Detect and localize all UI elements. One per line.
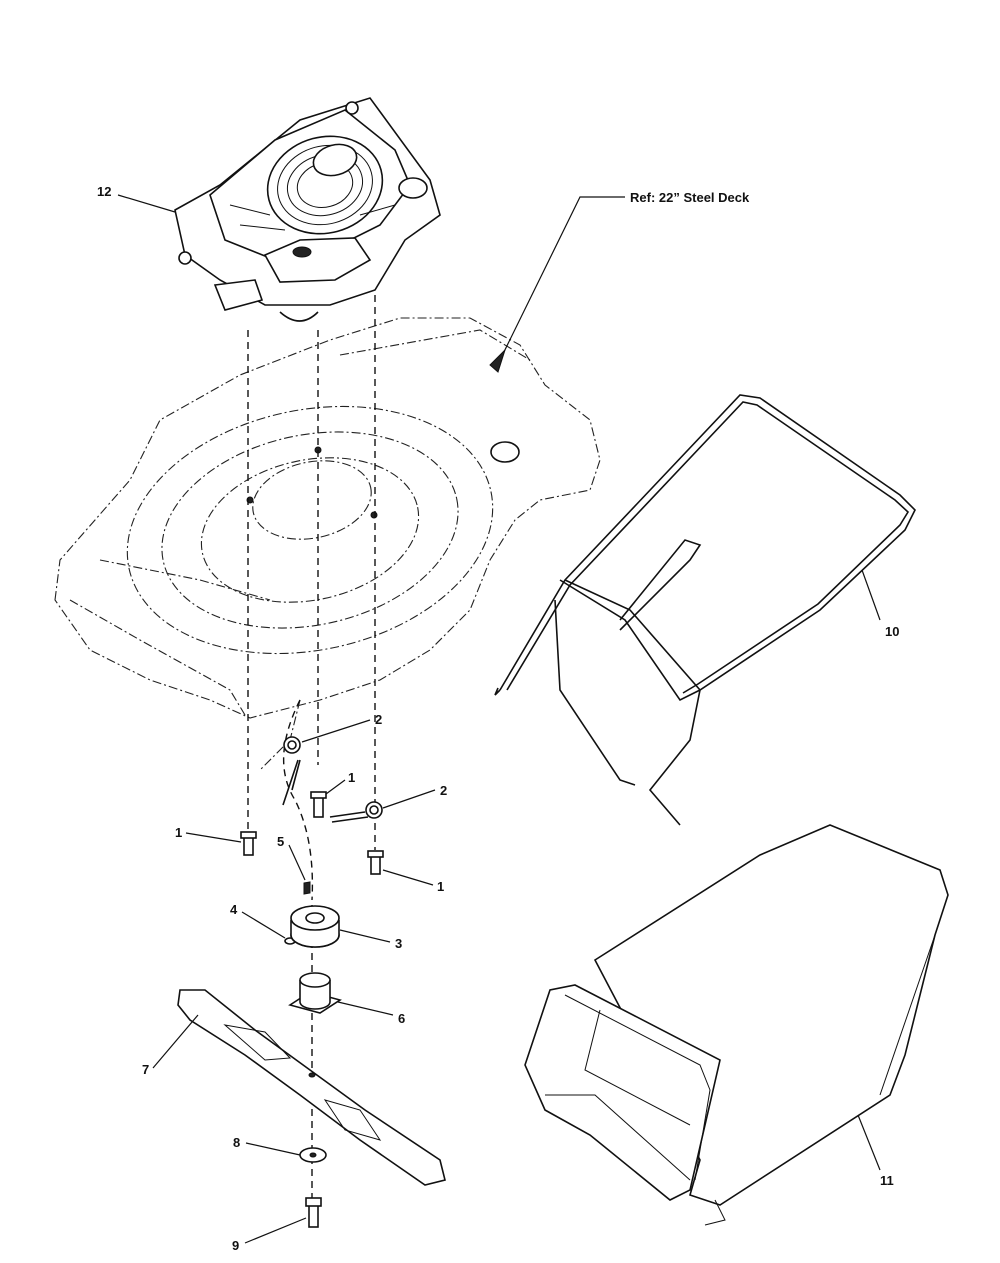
leader-lines — [117, 194, 881, 1244]
callout-engine: 12 — [97, 184, 111, 199]
washer — [299, 1147, 327, 1163]
callout-spring-lower: 2 — [440, 783, 447, 798]
key-part — [303, 881, 311, 895]
callout-grass-bag-frame: 10 — [885, 624, 899, 639]
bolt-left — [240, 831, 257, 856]
callout-blade-stiffener: 6 — [398, 1011, 405, 1026]
grass-bag-frame — [494, 394, 916, 826]
blade-adapter — [290, 905, 340, 948]
callout-adapter-pin: 4 — [230, 902, 238, 917]
blade-stiffener — [288, 972, 342, 1014]
mower-blade — [177, 989, 446, 1186]
callout-blade: 7 — [142, 1062, 149, 1077]
callout-blade-bolt: 9 — [232, 1238, 239, 1253]
reference-label: Ref: 22” Steel Deck — [630, 190, 750, 205]
callout-blade-adapter: 3 — [395, 936, 402, 951]
blade-bolt — [305, 1197, 322, 1228]
spring-lower — [329, 801, 383, 823]
callout-washer: 8 — [233, 1135, 240, 1150]
grass-bag — [524, 824, 949, 1226]
callout-key: 5 — [277, 834, 284, 849]
callout-grass-bag: 11 — [880, 1173, 894, 1188]
callout-bolt-left: 1 — [175, 825, 182, 840]
mower-deck-outline — [54, 317, 601, 771]
callout-bolt-center: 1 — [348, 770, 355, 785]
bolt-right — [367, 850, 384, 875]
callout-bolt-right: 1 — [437, 879, 444, 894]
engine-illustration — [174, 97, 441, 322]
spring-upper — [282, 736, 301, 806]
callout-spring-upper: 2 — [375, 712, 382, 727]
bolt-center — [310, 791, 327, 818]
